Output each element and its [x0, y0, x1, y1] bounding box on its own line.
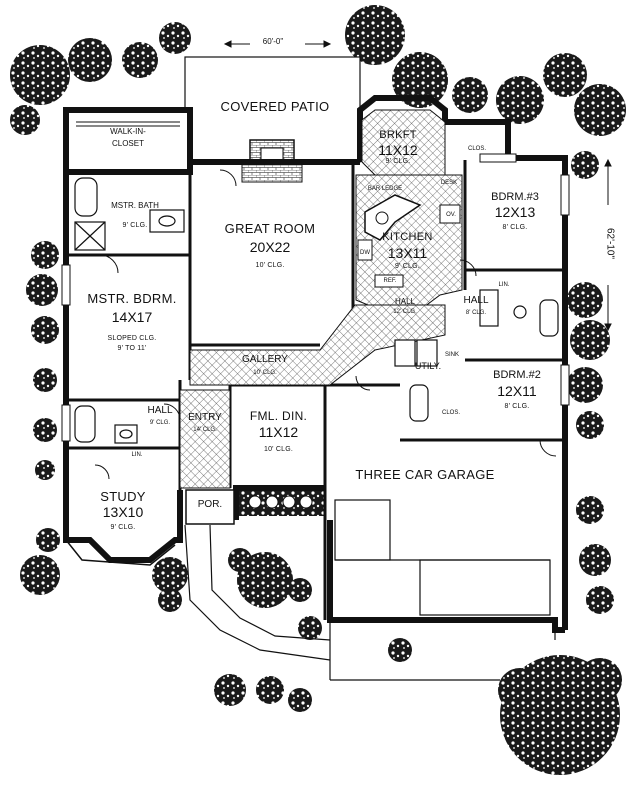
- shrub-cluster-top-right: [345, 5, 626, 179]
- mstr-bdrm-name: MSTR. BDRM.: [87, 291, 177, 306]
- landscaping: [10, 5, 626, 775]
- mstr-bdrm-ceiling-2: 9' TO 11': [117, 345, 147, 352]
- ov-label: OV.: [446, 212, 456, 218]
- bdrm3-ceiling: 8' CLG.: [502, 224, 528, 231]
- tree-bottom-right: [498, 655, 622, 775]
- hall-bed-name: HALL: [463, 295, 489, 306]
- brkft-name: BRKFT: [379, 129, 417, 141]
- gallery-ceiling: 10' CLG.: [253, 370, 277, 376]
- bdrm3-size: 12X13: [494, 204, 536, 220]
- hall-study-ceiling: 9' CLG.: [149, 420, 171, 426]
- kitchen-ceiling: 9' CLG.: [395, 263, 420, 270]
- width-dimension: 60'-0": [262, 37, 284, 46]
- hall-bed-ceiling: 8' CLG.: [465, 310, 487, 316]
- exterior-walls: [63, 95, 568, 633]
- mstr-bdrm-ceiling-1: SLOPED CLG.: [107, 335, 157, 342]
- dimension-lines: [223, 40, 612, 332]
- door-swings: [94, 169, 557, 480]
- kitchen-size: 13X11: [387, 245, 428, 261]
- depth-dimension: 62'-10": [604, 227, 616, 260]
- mstr-bath-ceiling: 9' CLG.: [122, 222, 148, 229]
- study-name: STUDY: [100, 489, 146, 504]
- desk-label: DESK: [440, 180, 458, 186]
- bar-ledge-label: BAR LEDGE: [367, 186, 403, 192]
- sink-label: SINK: [444, 352, 459, 358]
- bath-fixtures: [74, 177, 559, 444]
- shrub-cluster-bottom: [152, 548, 412, 712]
- kitchen-island: [357, 194, 461, 288]
- study-ceiling: 9' CLG.: [110, 524, 136, 531]
- brkft-ceiling: 9' CLG.: [385, 158, 411, 165]
- fml-din-name: FML. DIN.: [249, 409, 308, 423]
- porch-area: [185, 489, 235, 525]
- brkft-size: 11X12: [378, 142, 418, 158]
- walk-in-closet-label-2: CLOSET: [111, 139, 144, 148]
- great-room-name: GREAT ROOM: [224, 221, 316, 236]
- gallery-name: GALLERY: [242, 354, 288, 365]
- bdrm2-name: BDRM.#2: [493, 369, 541, 381]
- interior-walls: [66, 122, 565, 620]
- porch-name: POR.: [197, 499, 223, 510]
- study-size: 13X10: [102, 504, 144, 520]
- mstr-bdrm-size: 14X17: [111, 309, 153, 325]
- hall-kitchen-ceiling: 12' CLG.: [393, 309, 417, 315]
- covered-patio-label: COVERED PATIO: [220, 99, 330, 114]
- covered-patio-area: [184, 56, 361, 183]
- fml-din-size: 11X12: [258, 424, 299, 440]
- great-room-ceiling: 10' CLG.: [255, 262, 285, 269]
- hall-kitchen-name: HALL: [394, 297, 415, 306]
- entry-name: ENTRY: [188, 412, 222, 423]
- bdrm2-ceiling: 8' CLG.: [504, 403, 530, 410]
- clos-bdrm3-label: CLOS.: [467, 146, 486, 152]
- lin-study-label: LIN.: [131, 452, 143, 458]
- clos-bdrm2-label: CLOS.: [441, 410, 460, 416]
- front-walkway: [184, 524, 331, 661]
- study-bay-window: [65, 539, 176, 566]
- great-room-size: 20X22: [249, 239, 291, 255]
- windows: [61, 153, 570, 442]
- bdrm2-size: 12X11: [497, 383, 537, 399]
- garage-doors: [329, 499, 556, 681]
- shrub-cluster-right: [567, 282, 614, 614]
- flower-bed-front: [238, 488, 324, 516]
- kitchen-name: KITCHEN: [382, 231, 433, 243]
- utility-name: UTILY.: [414, 361, 442, 371]
- mstr-bath-name: MSTR. BATH: [111, 201, 159, 210]
- ref-label: REF.: [383, 278, 397, 284]
- bdrm3-name: BDRM.#3: [491, 191, 539, 203]
- garage-name: THREE CAR GARAGE: [355, 467, 495, 482]
- entry-ceiling: 14' CLG.: [193, 427, 217, 433]
- fml-din-ceiling: 10' CLG.: [263, 446, 293, 453]
- shrub-cluster-top-left: [10, 22, 191, 135]
- dw-label: DW: [360, 250, 370, 256]
- walk-in-closet-label-1: WALK-IN-: [110, 127, 146, 136]
- hall-study-name: HALL: [147, 405, 173, 416]
- lin-bed-label: LIN.: [498, 282, 510, 288]
- shrub-cluster-left: [20, 241, 60, 595]
